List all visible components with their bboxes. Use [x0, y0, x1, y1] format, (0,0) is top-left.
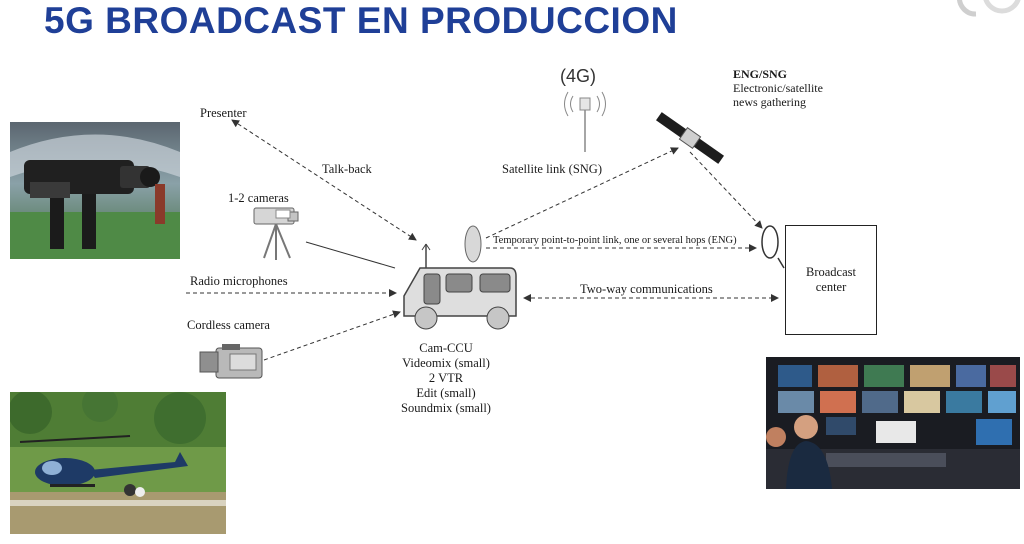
page-title: 5G BROADCAST EN PRODUCCION	[44, 0, 678, 41]
camera-cable-line	[305, 241, 396, 269]
capability-item: Videomix (small)	[402, 356, 490, 370]
control-room-photo	[766, 357, 1020, 489]
receive-dish-icon	[761, 225, 785, 269]
logo-icon	[957, 0, 1021, 17]
two-way-label: Two-way communications	[580, 282, 713, 296]
satellite-icon	[656, 112, 724, 164]
satellite-uplink-line	[485, 147, 679, 239]
eng-sng-line1: Electronic/satellite	[733, 81, 823, 95]
capability-item: 2 VTR	[428, 371, 464, 385]
van-capabilities: Cam-CCU Videomix (small) 2 VTR Edit (sma…	[388, 341, 504, 416]
capability-item: Edit (small)	[416, 386, 476, 400]
talkback-line	[231, 119, 417, 241]
broadcast-center-label: Broadcast center	[806, 265, 856, 294]
temporary-link-label: Temporary point-to-point link, one or se…	[493, 235, 737, 246]
cameras-label: 1-2 cameras	[228, 191, 289, 205]
cordless-camera-label: Cordless camera	[187, 318, 270, 332]
camera-studio-photo	[10, 122, 180, 259]
helicopter-photo	[10, 392, 226, 534]
satellite-downlink-line	[689, 151, 763, 229]
eng-sng-note: ENG/SNG Electronic/satellite news gather…	[733, 67, 823, 109]
connection-lines	[186, 119, 779, 361]
eng-sng-line2: news gathering	[733, 95, 806, 109]
4g-antenna-icon	[564, 91, 606, 152]
broadcast-van-icon	[403, 225, 517, 330]
satellite-link-label: Satellite link (SNG)	[502, 162, 602, 176]
capability-item: Soundmix (small)	[401, 401, 491, 415]
cordless-camera-line	[263, 310, 401, 361]
cordless-camera-icon	[199, 344, 263, 379]
talkback-label: Talk-back	[322, 162, 372, 176]
radio-mics-label: Radio microphones	[190, 274, 288, 288]
presenter-label: Presenter	[200, 106, 247, 120]
tripod-camera-icon	[253, 207, 299, 260]
4g-label: (4G)	[560, 66, 596, 86]
capability-item: Cam-CCU	[419, 341, 473, 355]
broadcast-center-box: Broadcast center	[785, 225, 877, 335]
eng-sng-heading: ENG/SNG	[733, 67, 788, 81]
